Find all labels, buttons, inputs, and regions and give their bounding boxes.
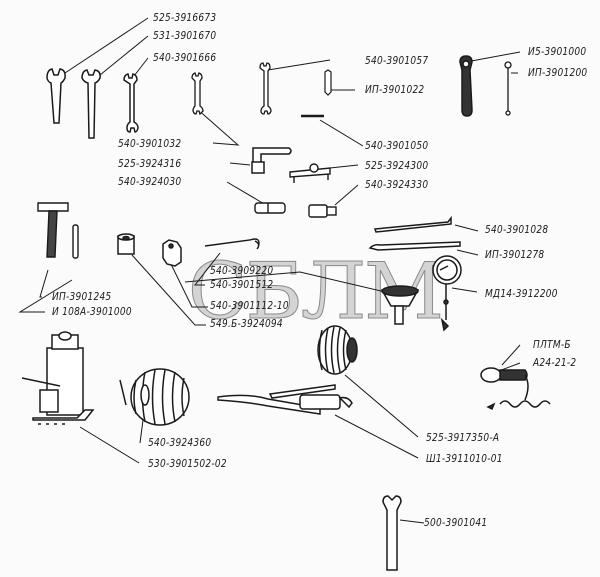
double-wrench-icon xyxy=(259,62,272,115)
part-label: 540-3924030 xyxy=(118,175,182,188)
part-label: 525-3924300 xyxy=(365,159,429,172)
thin-wrench-icon xyxy=(191,72,204,116)
hex-nut-icon xyxy=(162,239,182,267)
part-label: Ш1-3911010-01 xyxy=(426,452,503,465)
part-label: 500-3901041 xyxy=(424,516,488,529)
part-label: 540-3901512 xyxy=(210,278,274,291)
part-label: 540-3901028 xyxy=(485,223,549,236)
tire-iron-icon xyxy=(368,241,461,251)
part-label: ИП-3901245 xyxy=(52,290,112,303)
part-label: ПЛТМ-Б xyxy=(533,338,571,351)
part-label: 540-3901666 xyxy=(153,51,217,64)
funnel-icon xyxy=(380,285,420,325)
tiny-wrench-icon xyxy=(324,69,332,96)
grease-gun-icon xyxy=(217,384,353,415)
small-wrench-icon xyxy=(123,73,139,133)
tire-lever-icon xyxy=(373,215,452,233)
spark-plug-wrench-icon xyxy=(459,55,473,117)
part-label: ИП-3901022 xyxy=(365,83,425,96)
l-socket-wrench-icon xyxy=(251,147,292,174)
part-label: ИП-3901278 xyxy=(485,248,545,261)
part-label: 531-3901670 xyxy=(153,29,217,42)
puller-icon xyxy=(289,163,331,183)
wheel-nut-wrench-icon xyxy=(382,495,402,571)
part-label: 540-3901112-10 xyxy=(210,299,289,312)
part-label: 525-3924316 xyxy=(118,157,182,170)
inspection-lamp-icon xyxy=(480,367,551,411)
thin-rod-wrench-icon xyxy=(504,61,512,116)
drift-pin-icon xyxy=(72,224,79,259)
part-label: 525-3916673 xyxy=(153,11,217,24)
part-label: 549.Б-3924094 xyxy=(210,317,283,330)
tire-pressure-gauge-icon xyxy=(432,255,462,332)
part-label: МД14-3912200 xyxy=(485,287,558,300)
part-label: 540-3909220 xyxy=(210,264,274,277)
part-label: 540-3901057 xyxy=(365,54,429,67)
socket-adapter-icon xyxy=(254,202,286,214)
part-label: И 108А-3901000 xyxy=(52,305,132,318)
socket-plug-icon xyxy=(308,204,337,218)
leader-lines xyxy=(18,17,521,524)
hook-spanner-icon xyxy=(204,238,260,250)
part-label: И5-3901000 xyxy=(528,45,587,58)
part-label: ИП-3901200 xyxy=(528,66,588,79)
double-wrench-icon xyxy=(81,69,101,139)
inflation-hose-icon xyxy=(119,368,190,426)
hydraulic-jack-icon xyxy=(21,331,95,425)
part-label: 540-3924360 xyxy=(148,436,212,449)
hammer-icon xyxy=(37,202,69,258)
part-label: А24-21-2 xyxy=(533,356,577,369)
air-hose-coil-icon xyxy=(317,325,358,375)
open-end-wrench-icon xyxy=(46,68,66,124)
part-label: 525-3917350-А xyxy=(426,431,500,444)
part-label: 540-3924330 xyxy=(365,178,429,191)
part-label: 530-3901502-02 xyxy=(148,457,227,470)
part-label: 540-3901032 xyxy=(118,137,182,150)
part-label: 540-3901050 xyxy=(365,139,429,152)
socket-nut-icon xyxy=(117,233,135,255)
